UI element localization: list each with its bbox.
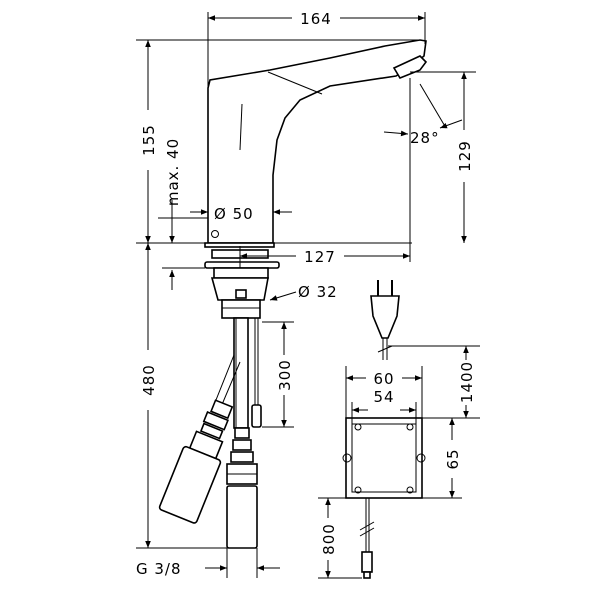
dim-sensor-cable: 300 bbox=[276, 359, 294, 391]
dim-overall-height: 155 bbox=[140, 124, 158, 156]
dim-spout-length: 164 bbox=[300, 10, 332, 28]
dimension-lines bbox=[136, 12, 480, 579]
vertical-hose bbox=[226, 427, 258, 549]
dim-hole-diameter: Ø 32 bbox=[298, 283, 338, 301]
dim-base-diameter: Ø 50 bbox=[214, 205, 254, 223]
dim-spout-height: 129 bbox=[456, 140, 474, 172]
dim-box-height: 65 bbox=[444, 448, 462, 469]
dim-box-width-inner: 54 bbox=[373, 388, 394, 406]
faucet-body bbox=[204, 39, 428, 248]
dim-reach: 127 bbox=[304, 248, 336, 266]
dim-below-deck-length: 480 bbox=[140, 364, 158, 396]
power-plug bbox=[370, 280, 400, 360]
dim-spout-angle: 28° bbox=[410, 129, 440, 147]
dim-plug-cable: 1400 bbox=[458, 361, 476, 403]
dim-box-width-outer: 60 bbox=[373, 370, 394, 388]
dim-max-height: max. 40 bbox=[164, 138, 182, 206]
mounting-assembly bbox=[204, 249, 280, 429]
dim-thread: G 3/8 bbox=[136, 560, 182, 578]
control-box bbox=[342, 417, 426, 579]
angled-hose bbox=[158, 354, 241, 524]
dim-box-cable: 800 bbox=[320, 523, 338, 555]
